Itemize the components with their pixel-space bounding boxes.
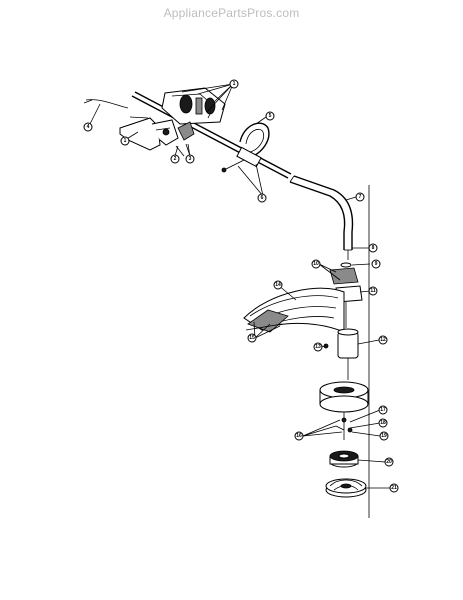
svg-text:15: 15 [249, 335, 255, 341]
svg-text:6: 6 [261, 195, 264, 201]
leader-lines [88, 83, 390, 489]
callout-19: 19 [379, 431, 389, 441]
callout-12: 12 [378, 335, 388, 345]
callout-4: 4 [83, 122, 93, 132]
callout-5: 5 [265, 111, 275, 121]
callout-13: 13 [313, 342, 323, 352]
svg-text:1: 1 [233, 81, 236, 87]
callout-16: 16 [294, 431, 304, 441]
callout-2: 2 [170, 154, 180, 164]
callout-18: 18 [378, 418, 388, 428]
callout-11: 11 [368, 286, 378, 296]
svg-text:5: 5 [269, 113, 272, 119]
svg-text:7: 7 [359, 194, 362, 200]
svg-text:4: 4 [87, 124, 90, 130]
callout-1: 1 [120, 136, 130, 146]
debris-guard [243, 287, 345, 333]
callout-14: 14 [273, 280, 283, 290]
callout-3: 3 [185, 154, 195, 164]
callout-1: 1 [229, 79, 239, 89]
svg-text:1: 1 [124, 138, 127, 144]
callout-8: 8 [368, 243, 378, 253]
svg-text:9: 9 [375, 261, 378, 267]
spool-housing [319, 381, 369, 440]
upper-shaft-assembly [83, 87, 292, 179]
svg-text:21: 21 [391, 485, 397, 491]
svg-text:18: 18 [380, 420, 386, 426]
callout-17: 17 [378, 405, 388, 415]
callout-21: 21 [389, 483, 399, 493]
spool-cover [325, 478, 367, 498]
svg-text:11: 11 [370, 288, 376, 294]
svg-text:8: 8 [372, 245, 375, 251]
callout-10: 10 [311, 259, 321, 269]
svg-text:10: 10 [313, 261, 319, 267]
lower-shaft [289, 175, 354, 268]
callouts: 1 1 2 3 4 5 6 7 [83, 79, 399, 493]
callout-6: 6 [257, 193, 267, 203]
svg-text:2: 2 [174, 156, 177, 162]
callout-7: 7 [355, 192, 365, 202]
svg-text:14: 14 [275, 282, 281, 288]
motor-housing [323, 328, 359, 380]
callout-20: 20 [384, 457, 394, 467]
callout-15: 15 [247, 333, 257, 343]
svg-text:13: 13 [315, 344, 321, 350]
callout-9: 9 [371, 259, 381, 269]
svg-text:20: 20 [386, 459, 392, 465]
svg-text:17: 17 [380, 407, 386, 413]
svg-text:12: 12 [380, 337, 386, 343]
svg-text:19: 19 [381, 433, 387, 439]
svg-text:16: 16 [296, 433, 302, 439]
svg-text:3: 3 [189, 156, 192, 162]
watermark: AppliancePartsPros.com [163, 6, 300, 20]
spool [329, 450, 359, 468]
